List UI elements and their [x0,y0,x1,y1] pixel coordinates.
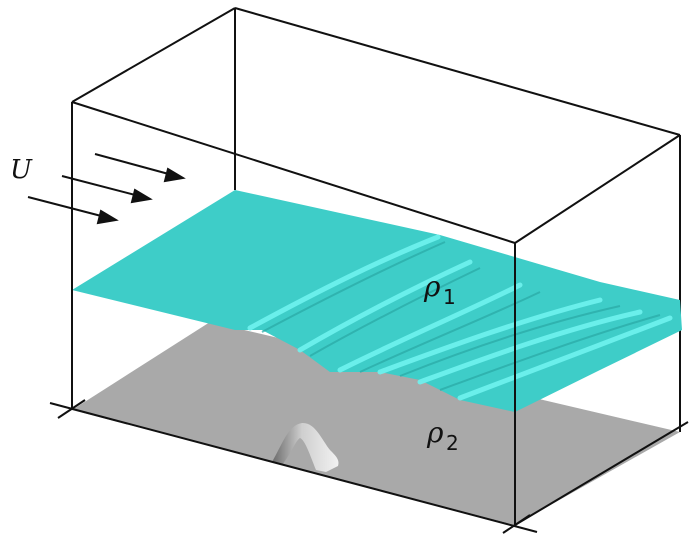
lower-density-symbol: ρ [426,416,444,449]
upper-density-subscript: 1 [443,285,456,309]
box-front-edges [49,7,689,534]
box-back-edges [234,7,681,432]
density-interface [72,190,682,412]
floor-surface [72,322,680,525]
flow-arrows [27,153,186,225]
upper-density-symbol: ρ [423,270,441,303]
velocity-label: U [10,155,33,185]
lower-density-label: ρ 2 [426,416,459,455]
upper-density-label: ρ 1 [423,270,456,309]
topography-bump [272,422,339,472]
lower-density-subscript: 2 [446,431,459,455]
